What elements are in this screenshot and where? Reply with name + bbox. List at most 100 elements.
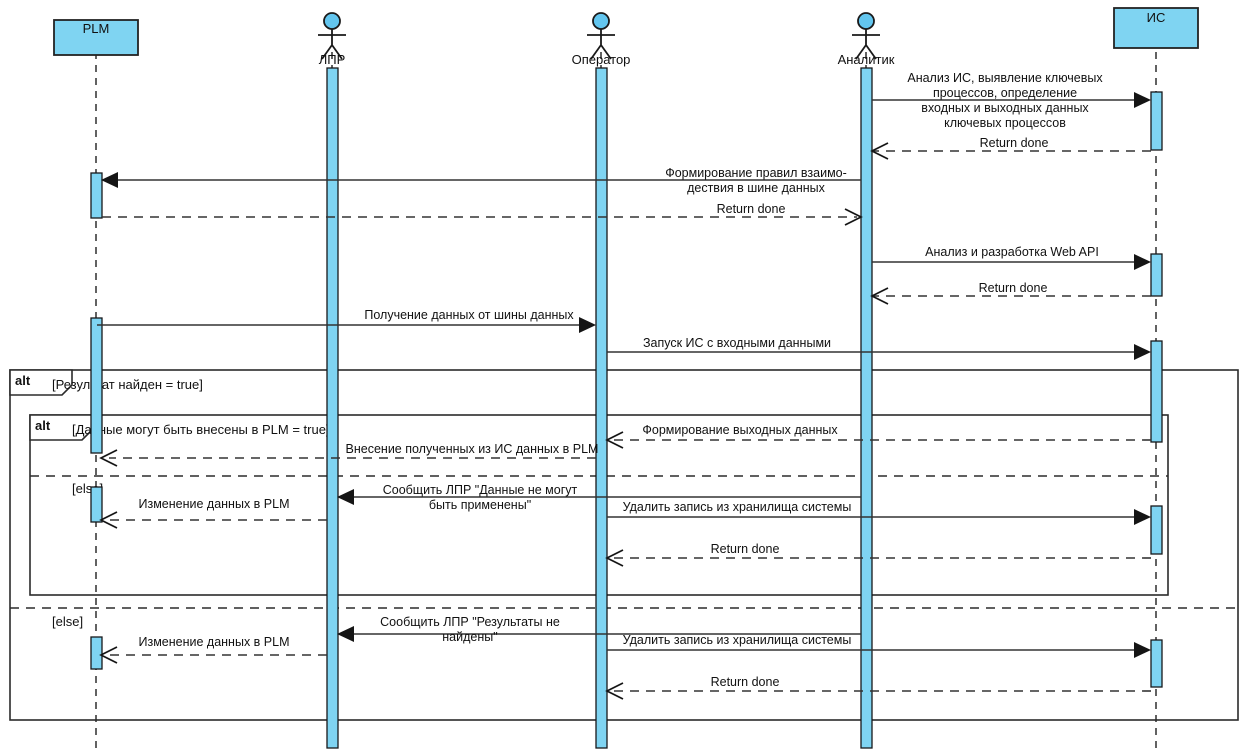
message-m10[interactable]: Внесение полученных из ИС данных в PLM <box>99 442 599 467</box>
message-m7[interactable]: Получение данных от шины данных <box>97 308 596 333</box>
message-m14-label: Return done <box>711 542 780 556</box>
message-m15[interactable]: Сообщить ЛПР "Результаты не найдены" <box>337 615 861 644</box>
message-m11[interactable]: Сообщить ЛПР "Данные не могут быть приме… <box>337 483 861 512</box>
message-m11-label-line2: быть применены" <box>429 498 531 512</box>
message-m6-label: Return done <box>979 281 1048 295</box>
participant-lpr-label: ЛПР <box>319 52 346 67</box>
fragment-outer-alt-box <box>9 369 1239 721</box>
participant-plm-box[interactable] <box>53 19 139 56</box>
actor-head-icon <box>592 12 610 30</box>
fragment-inner-alt-guard-1: [Данные могут быть внесены в PLM = true] <box>72 422 330 437</box>
message-m16-arrowhead <box>99 646 118 664</box>
participant-is-box[interactable] <box>1113 7 1199 49</box>
message-m16-label: Изменение данных в PLM <box>138 635 289 649</box>
message-m9[interactable]: Формирование выходных данных <box>605 423 1151 449</box>
fragment-inner-alt-operator: alt <box>35 418 51 433</box>
participant-is-label: ИС <box>1147 10 1166 25</box>
activation-is-1 <box>1150 91 1163 151</box>
message-m3[interactable]: Формирование правил взаимо- дествия в ши… <box>101 166 861 195</box>
message-m1[interactable]: Анализ ИС, выявление ключевых процессов,… <box>872 71 1151 130</box>
activation-is-4 <box>1150 505 1163 555</box>
actor-body-icon <box>587 29 615 60</box>
message-m5-arrowhead <box>1134 254 1151 270</box>
fragment-outer-alt-guard-2: [else] <box>52 614 83 629</box>
message-m18-label: Return done <box>711 675 780 689</box>
message-m6-arrowhead <box>870 287 889 305</box>
actor-body-icon <box>318 29 346 60</box>
message-m3-label-line2: дествия в шине данных <box>687 181 826 195</box>
message-m1-label-line4: ключевых процессов <box>944 116 1066 130</box>
actor-body-icon <box>852 29 880 60</box>
message-m1-label-line3: входных и выходных данных <box>921 101 1089 115</box>
message-m13-label: Удалить запись из хранилища системы <box>623 500 852 514</box>
fragment-outer-alt-guard-1: [Результат найден = true] <box>52 377 203 392</box>
message-m17-label: Удалить запись из хранилища системы <box>623 633 852 647</box>
message-m11-label-line1: Сообщить ЛПР "Данные не могут <box>383 483 578 497</box>
message-m2[interactable]: Return done <box>870 136 1151 160</box>
message-m16[interactable]: Изменение данных в PLM <box>99 635 327 664</box>
participant-operator[interactable]: Оператор <box>572 12 631 67</box>
fragment-outer-alt-operator: alt <box>15 373 31 388</box>
message-m14-arrowhead <box>605 549 624 567</box>
activation-lpr <box>326 67 339 749</box>
actor-head-icon <box>323 12 341 30</box>
activation-plm-3 <box>90 486 103 523</box>
participant-operator-label: Оператор <box>572 52 631 67</box>
participant-plm[interactable]: PLM <box>53 19 139 56</box>
message-m18-arrowhead <box>605 682 624 700</box>
message-m17-arrowhead <box>1134 642 1151 658</box>
message-m12-label: Изменение данных в PLM <box>138 497 289 511</box>
activation-is-5 <box>1150 639 1163 688</box>
message-m9-arrowhead <box>605 431 624 449</box>
message-m15-arrowhead <box>337 626 354 642</box>
participant-is[interactable]: ИС <box>1113 7 1199 49</box>
activation-is-3 <box>1150 340 1163 443</box>
message-m4-label: Return done <box>717 202 786 216</box>
message-m11-arrowhead <box>337 489 354 505</box>
message-m12-arrowhead <box>99 511 118 529</box>
message-m5[interactable]: Анализ и разработка Web API <box>872 245 1151 270</box>
message-m5-label: Анализ и разработка Web API <box>925 245 1099 259</box>
message-m14[interactable]: Return done <box>605 542 1151 567</box>
activation-plm-2 <box>90 317 103 454</box>
participant-lpr[interactable]: ЛПР <box>318 12 346 67</box>
message-m1-label-line1: Анализ ИС, выявление ключевых <box>907 71 1103 85</box>
message-m18[interactable]: Return done <box>605 675 1151 700</box>
participant-analyst-label: Аналитик <box>838 52 895 67</box>
message-m2-arrowhead <box>870 142 889 160</box>
fragment-inner-alt-tag <box>29 414 93 441</box>
activation-plm-4 <box>90 636 103 670</box>
message-m9-label: Формирование выходных данных <box>642 423 838 437</box>
participant-analyst[interactable]: Аналитик <box>838 12 895 67</box>
message-m17[interactable]: Удалить запись из хранилища системы <box>607 633 1151 658</box>
fragment-outer-alt: alt [Результат найден = true] [else] <box>9 369 1239 721</box>
message-m4[interactable]: Return done <box>102 202 863 226</box>
message-m3-label-line1: Формирование правил взаимо- <box>665 166 847 180</box>
message-m8[interactable]: Запуск ИС с входными данными <box>607 336 1151 360</box>
message-m12[interactable]: Изменение данных в PLM <box>99 497 327 529</box>
message-m15-label-line1: Сообщить ЛПР "Результаты не <box>380 615 560 629</box>
fragment-outer-alt-tag <box>9 369 73 396</box>
message-m10-label: Внесение полученных из ИС данных в PLM <box>346 442 599 456</box>
message-m8-label: Запуск ИС с входными данными <box>643 336 831 350</box>
message-m1-label-line2: процессов, определение <box>933 86 1077 100</box>
activation-bars-layer <box>90 67 1163 749</box>
message-m10-arrowhead <box>99 449 118 467</box>
message-m4-arrowhead <box>844 208 863 226</box>
message-m8-arrowhead <box>1134 344 1151 360</box>
participant-plm-label: PLM <box>83 21 110 36</box>
message-m3-arrowhead <box>101 172 118 188</box>
activation-is-2 <box>1150 253 1163 297</box>
message-m6[interactable]: Return done <box>870 281 1151 305</box>
actor-head-icon <box>857 12 875 30</box>
message-m2-label: Return done <box>980 136 1049 150</box>
message-m7-arrowhead <box>579 317 596 333</box>
message-m15-label-line2: найдены" <box>442 630 497 644</box>
message-m13-arrowhead <box>1134 509 1151 525</box>
activation-plm-1 <box>90 172 103 219</box>
message-m13[interactable]: Удалить запись из хранилища системы <box>607 500 1151 525</box>
activation-operator <box>595 67 608 749</box>
activation-analyst <box>860 67 873 749</box>
